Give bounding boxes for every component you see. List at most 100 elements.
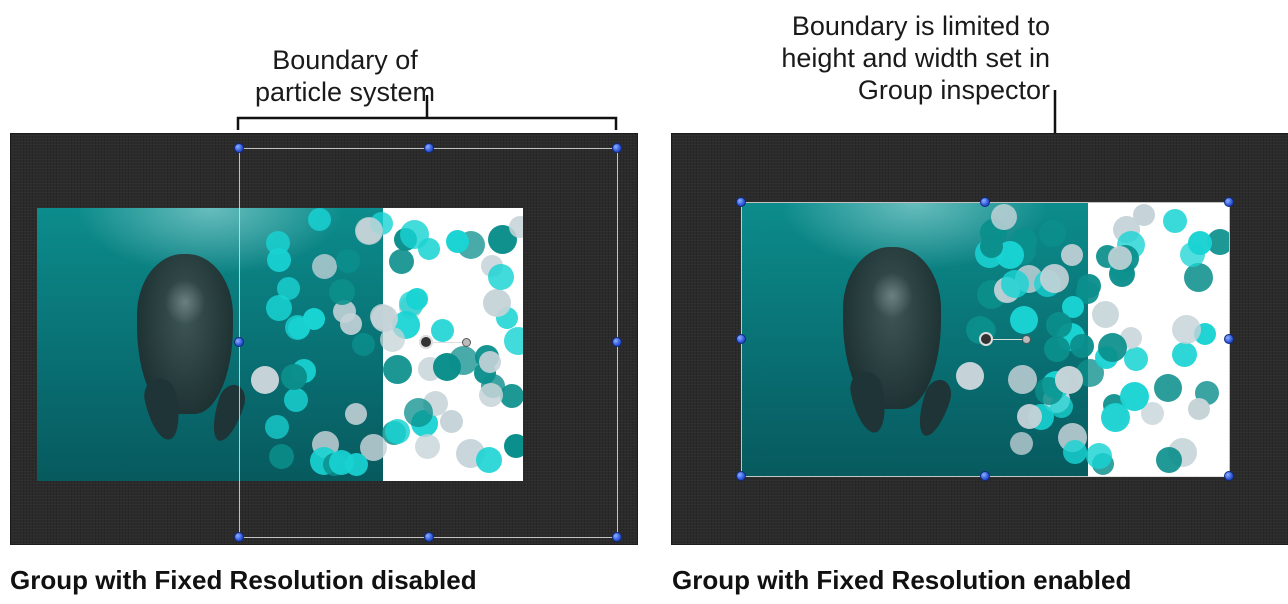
bounding-box-handle-icon[interactable] <box>1224 471 1234 481</box>
bounding-box-handle-icon[interactable] <box>612 337 622 347</box>
bounding-box-handle-icon[interactable] <box>424 532 434 542</box>
particle <box>1070 334 1095 359</box>
bounding-box-handle-icon[interactable] <box>612 532 622 542</box>
particle <box>265 414 290 439</box>
particle <box>1163 208 1188 233</box>
bounding-box-handle-icon[interactable] <box>736 334 746 344</box>
particle <box>488 263 515 290</box>
particle <box>403 398 433 428</box>
particle <box>1156 446 1183 473</box>
callout-boundary-particle-system: Boundary of particle system <box>200 44 490 108</box>
particle <box>266 231 291 256</box>
particle <box>1097 333 1127 363</box>
bounding-box-handle-icon[interactable] <box>980 197 990 207</box>
particle <box>1085 443 1112 470</box>
particle <box>384 418 410 444</box>
anchor-line <box>986 339 1026 340</box>
particle <box>333 299 357 323</box>
particle <box>445 229 469 253</box>
caption-fixed-resolution-disabled: Group with Fixed Resolution disabled <box>10 565 477 595</box>
anchor-handle-icon[interactable] <box>1021 334 1031 344</box>
particle <box>1046 312 1073 339</box>
scene-image <box>37 208 523 481</box>
particle <box>500 383 523 408</box>
particle <box>439 410 463 434</box>
callout-line: particle system <box>254 77 436 107</box>
particle <box>1207 228 1229 255</box>
particle <box>1038 220 1066 248</box>
particle <box>1184 263 1214 293</box>
particle <box>1060 244 1083 267</box>
particle <box>345 402 368 425</box>
particle <box>1140 402 1164 425</box>
particle <box>448 345 478 375</box>
particle <box>328 278 355 305</box>
particle <box>389 249 415 275</box>
particle <box>503 327 523 356</box>
particle <box>478 383 503 408</box>
bounding-box-handle-icon[interactable] <box>1224 197 1234 207</box>
particle <box>1091 300 1119 328</box>
bounding-box-handle-icon[interactable] <box>612 143 622 153</box>
anchor-handle-icon[interactable] <box>461 337 471 347</box>
particle <box>1039 263 1069 293</box>
particle <box>250 366 279 395</box>
particle <box>1171 342 1197 368</box>
caption-fixed-resolution-enabled: Group with Fixed Resolution enabled <box>672 565 1132 595</box>
particle <box>311 254 337 280</box>
particle <box>352 333 376 357</box>
particle <box>483 289 512 318</box>
particle <box>268 443 294 469</box>
particle <box>1010 432 1034 456</box>
particle <box>1001 269 1030 298</box>
particle <box>1188 397 1211 420</box>
particle <box>276 276 300 300</box>
particle <box>1010 306 1039 335</box>
particle <box>475 447 502 474</box>
particle <box>979 235 1003 259</box>
canvas-fixed-resolution-disabled[interactable] <box>10 133 638 545</box>
particle <box>991 203 1018 230</box>
particle <box>1119 381 1149 411</box>
bounding-box-handle-icon[interactable] <box>1224 334 1234 344</box>
anchor-point-icon[interactable] <box>419 335 433 349</box>
particle <box>431 318 455 342</box>
particle <box>1123 346 1148 371</box>
particle <box>414 433 440 459</box>
bounding-box-handle-icon[interactable] <box>736 197 746 207</box>
particle <box>1154 373 1183 402</box>
callout-boundary-limited: Boundary is limited to height and width … <box>720 10 1050 106</box>
particle <box>284 387 309 412</box>
particle <box>1077 274 1102 299</box>
bounding-box-handle-icon[interactable] <box>980 471 990 481</box>
particle <box>307 208 331 232</box>
canvas-fixed-resolution-enabled[interactable] <box>671 133 1288 545</box>
particle <box>1007 365 1037 395</box>
particle <box>503 434 523 459</box>
particle <box>1055 366 1084 395</box>
particle <box>1016 404 1042 430</box>
particle <box>344 453 368 477</box>
particle <box>955 361 984 390</box>
callout-line: Group inspector <box>857 75 1050 105</box>
particle <box>1108 245 1133 270</box>
particle <box>280 364 307 390</box>
particle <box>355 216 384 245</box>
particle <box>1187 231 1212 256</box>
anchor-point-icon[interactable] <box>979 332 993 346</box>
bounding-box-handle-icon[interactable] <box>736 471 746 481</box>
bounding-box-handle-icon[interactable] <box>234 532 244 542</box>
particle <box>383 354 413 384</box>
bounding-box-handle-icon[interactable] <box>234 337 244 347</box>
particle <box>399 220 429 250</box>
particle <box>1062 295 1085 318</box>
particle <box>1172 315 1202 345</box>
bounding-box-handle-icon[interactable] <box>424 143 434 153</box>
bounding-box-handle-icon[interactable] <box>234 143 244 153</box>
particle <box>508 215 523 238</box>
particle <box>479 350 502 373</box>
particle <box>1043 335 1070 362</box>
callout-line: Boundary is limited to <box>791 11 1050 41</box>
particle <box>405 288 428 311</box>
callout-line: height and width set in <box>781 43 1050 73</box>
